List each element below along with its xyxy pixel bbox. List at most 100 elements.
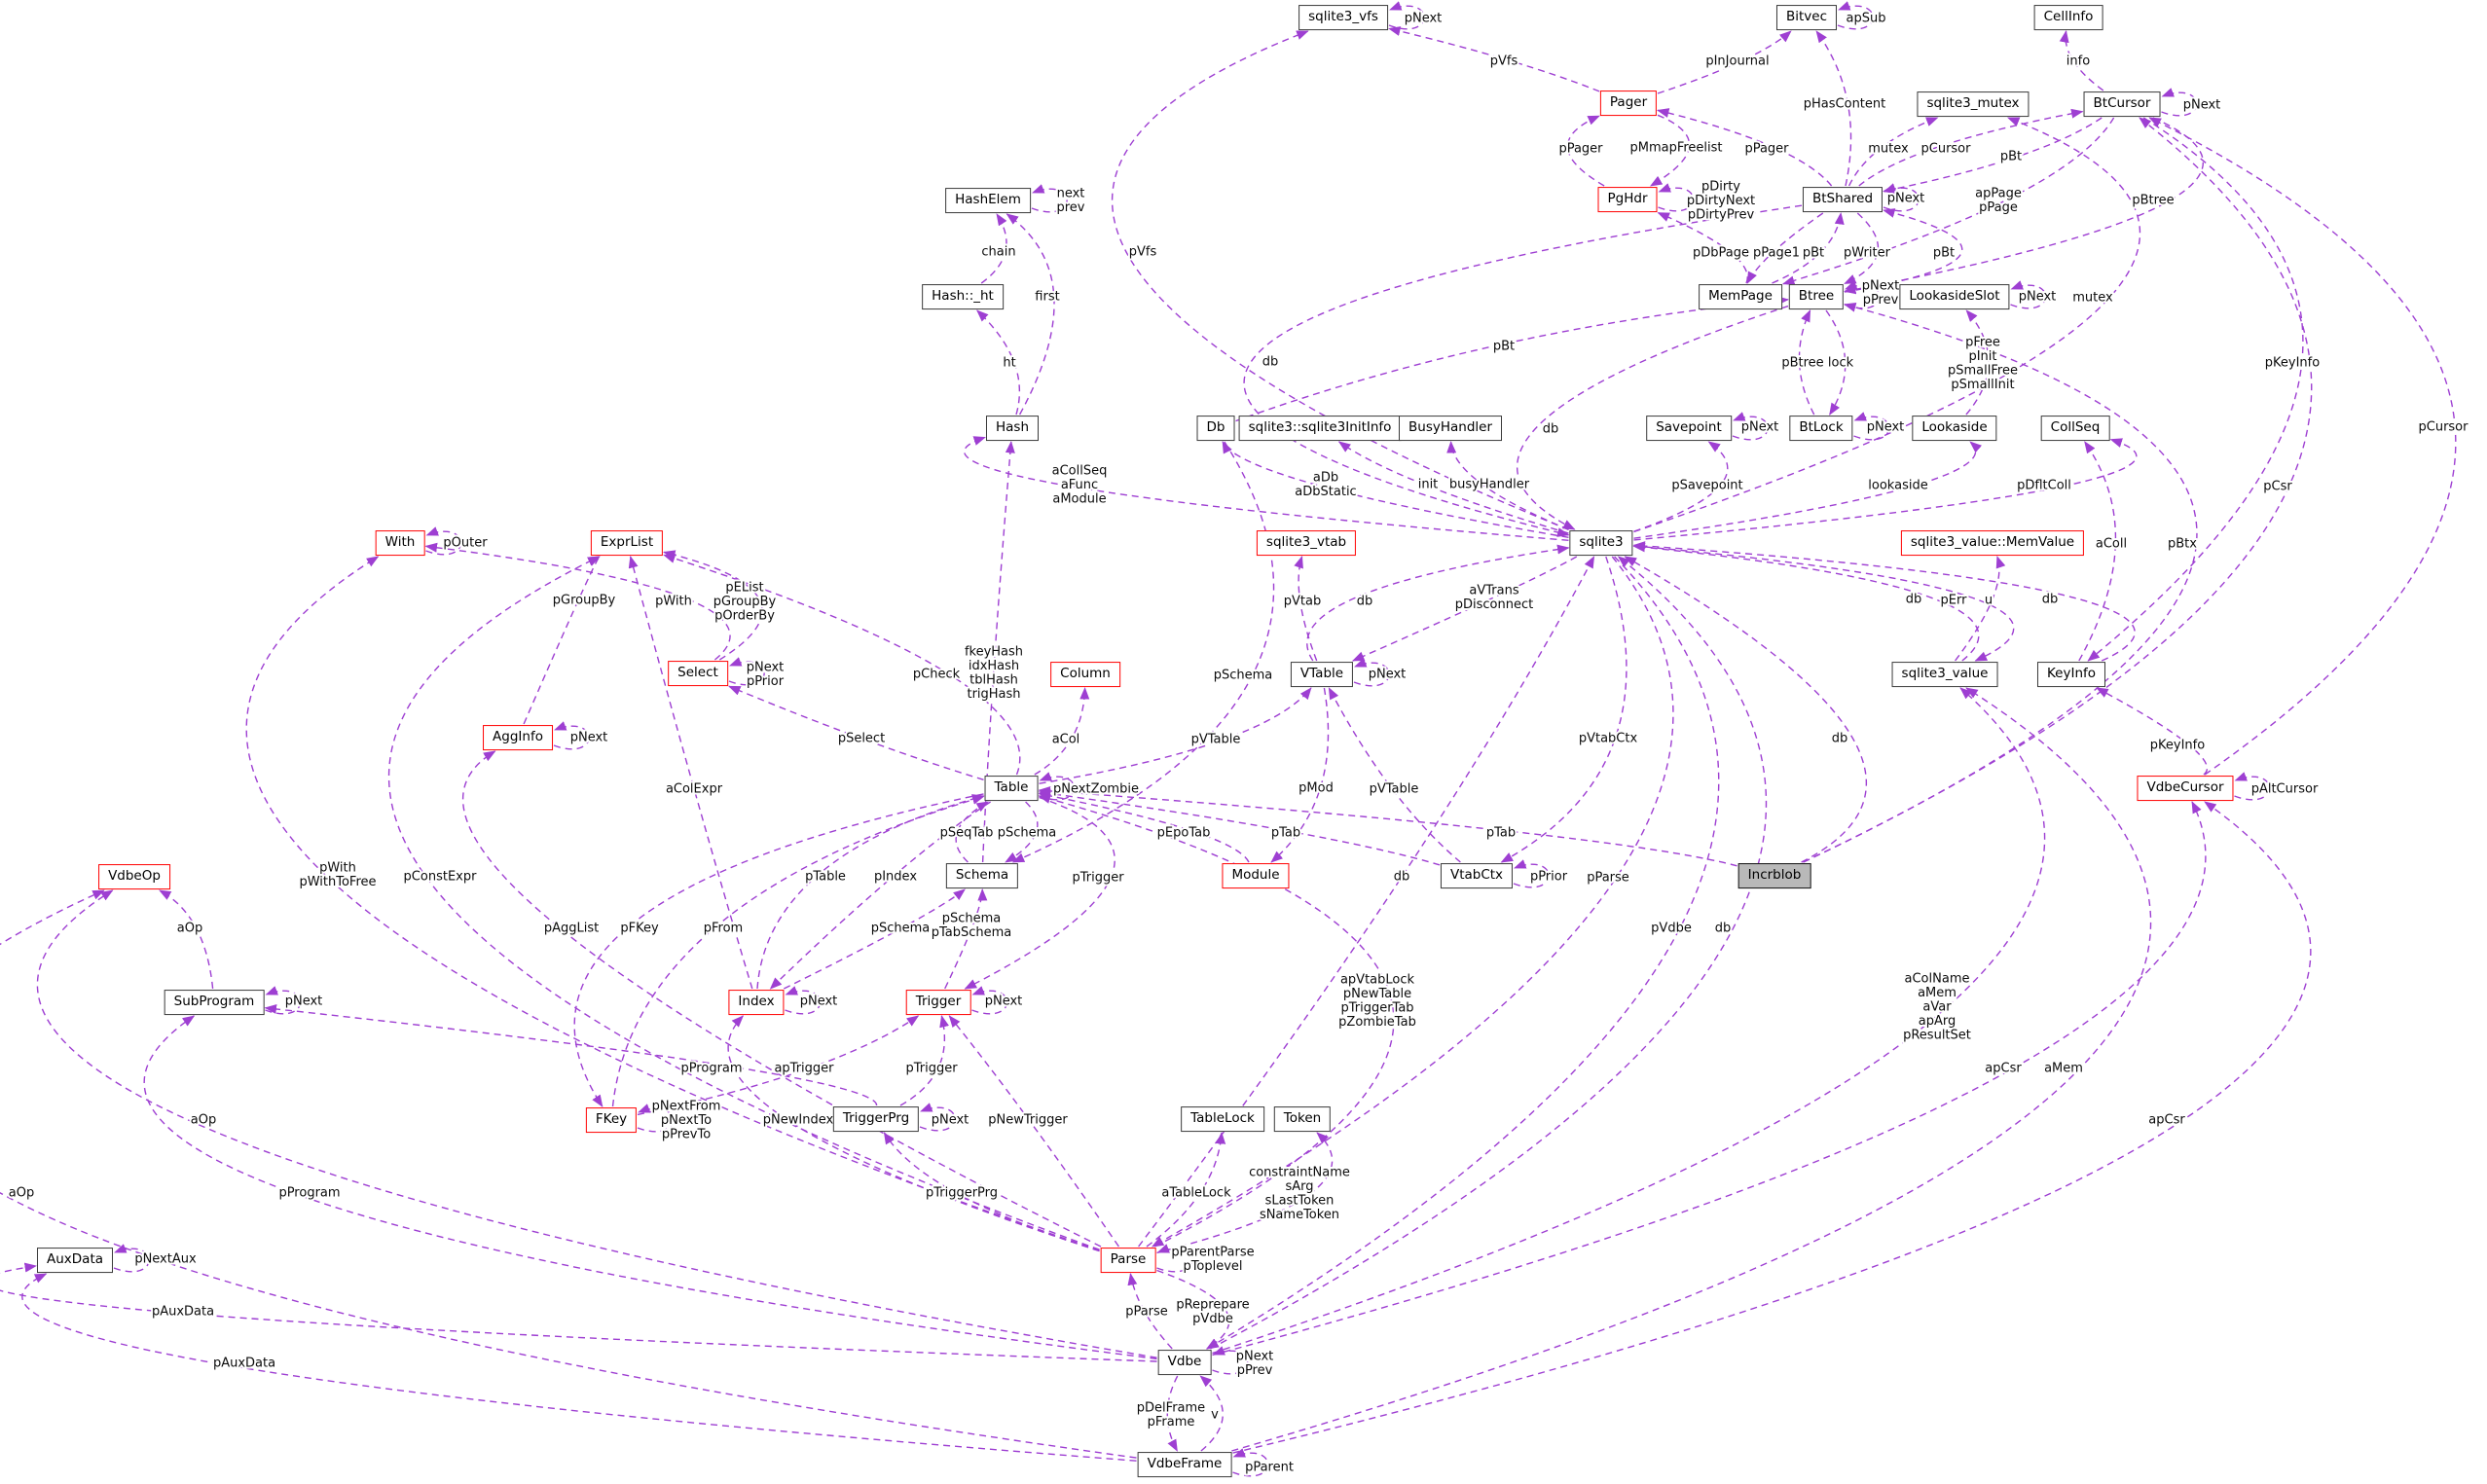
edge-label: ht	[1003, 356, 1015, 371]
edge-label: aOp	[9, 1186, 34, 1201]
node-sqlite3-value-memvalue[interactable]: sqlite3_value::MemValue	[1900, 530, 2085, 556]
edge-vdbecursor-btcursor	[2148, 117, 2457, 776]
node-index[interactable]: Index	[728, 990, 785, 1015]
node-btshared[interactable]: BtShared	[1802, 187, 1884, 212]
node-vdbeframe[interactable]: VdbeFrame	[1137, 1452, 1232, 1477]
node-bitvec[interactable]: Bitvec	[1775, 5, 1838, 30]
edge-vdbeframe-auxdata	[21, 1273, 1137, 1462]
edge-label: pCursor	[2419, 420, 2469, 435]
edge-hash-hashelem	[1006, 213, 1055, 416]
edge-btree-btshared	[1844, 208, 1963, 293]
edge-pghdr-pghdr	[1658, 183, 1695, 212]
edge-btcursor-keyinfo	[2087, 117, 2304, 662]
edge-sqlite3-vdbe	[1206, 556, 1720, 1350]
node-schema[interactable]: Schema	[945, 863, 1019, 888]
node-btcursor[interactable]: BtCursor	[2083, 91, 2161, 117]
edge-select-select	[728, 657, 765, 686]
node-mempage[interactable]: MemPage	[1699, 284, 1782, 309]
node-sqlite3[interactable]: sqlite3	[1569, 530, 1633, 556]
node-exprlist[interactable]: ExprList	[590, 530, 664, 556]
node-sqlite3-vtab[interactable]: sqlite3_vtab	[1256, 530, 1357, 556]
node-subprogram[interactable]: SubProgram	[164, 990, 265, 1015]
node-pager[interactable]: Pager	[1599, 90, 1658, 116]
node-parse[interactable]: Parse	[1100, 1248, 1156, 1273]
edge-sqlite3-savepoint	[1633, 441, 1729, 532]
edge-vdbeframe-vdbeframe	[1232, 1448, 1269, 1477]
node-hash-ht[interactable]: Hash::_ht	[922, 284, 1004, 309]
edge-hash-hash-ht	[976, 309, 1020, 416]
edge-parse-token	[1156, 1132, 1334, 1254]
edge-vdbe-vdbecursor	[1212, 801, 2207, 1357]
node-hash[interactable]: Hash	[985, 416, 1040, 441]
node-vdbe[interactable]: Vdbe	[1157, 1350, 1212, 1375]
node-token[interactable]: Token	[1273, 1106, 1332, 1132]
node-sqlite3-value[interactable]: sqlite3_value	[1891, 662, 1998, 687]
node-sqlite3-sqlite3initinfo[interactable]: sqlite3::sqlite3InitInfo	[1238, 416, 1402, 441]
edge-table-select	[728, 685, 984, 780]
node-vtable[interactable]: VTable	[1290, 662, 1354, 687]
node-cellinfo[interactable]: CellInfo	[2033, 5, 2103, 30]
node-tablelock[interactable]: TableLock	[1181, 1106, 1264, 1132]
edge-label: pTrigger	[1072, 871, 1124, 886]
node-incrblob[interactable]: Incrblob	[1737, 863, 1811, 888]
node-with[interactable]: With	[375, 530, 425, 556]
edge-label: lookaside	[1868, 479, 1927, 493]
edge-btshared-sqlite3	[1243, 204, 1803, 537]
node-pghdr[interactable]: PgHdr	[1597, 187, 1658, 212]
node-vtabctx[interactable]: VtabCtx	[1440, 863, 1514, 888]
node-vdbeop[interactable]: VdbeOp	[98, 864, 170, 889]
node-column[interactable]: Column	[1050, 662, 1120, 687]
edge-label: pConstExpr	[404, 870, 478, 885]
edge-label: pNext	[2183, 98, 2221, 113]
edge-btshared-mempage	[1746, 212, 1824, 284]
edge-db-schema	[1011, 441, 1275, 863]
node-vdbecursor[interactable]: VdbeCursor	[2137, 776, 2234, 801]
edge-label: pCursor	[1921, 142, 1972, 157]
edge-label: aColl	[2096, 537, 2127, 552]
edge-label: pPager	[1558, 142, 1603, 157]
edge-label: pHasContent	[1804, 97, 1885, 112]
edge-vdbeframe-vdbecursor	[1232, 801, 2312, 1454]
edge-label: apCsr	[2148, 1113, 2185, 1128]
node-fkey[interactable]: FKey	[585, 1107, 638, 1133]
node-db[interactable]: Db	[1196, 416, 1235, 441]
node-triggerprg[interactable]: TriggerPrg	[832, 1106, 920, 1132]
node-trigger[interactable]: Trigger	[905, 990, 971, 1015]
node-select[interactable]: Select	[668, 661, 728, 686]
edge-schema-hash	[981, 441, 1015, 863]
edge-select-exprlist	[663, 550, 763, 661]
node-module[interactable]: Module	[1222, 863, 1290, 888]
node-lookasideslot[interactable]: LookasideSlot	[1899, 284, 2010, 309]
node-sqlite3-mutex[interactable]: sqlite3_mutex	[1917, 91, 2030, 117]
node-savepoint[interactable]: Savepoint	[1646, 416, 1732, 441]
edge-label: pVTable	[1370, 782, 1419, 797]
edge-hashelem-hashelem	[1031, 184, 1068, 213]
node-auxdata[interactable]: AuxData	[36, 1248, 114, 1273]
edge-label: aOp	[177, 922, 202, 936]
edge-label: db	[1715, 922, 1732, 936]
edge-db-btree	[1235, 295, 1789, 422]
edge-label: pSchema	[998, 826, 1057, 841]
edge-fkey-trigger	[637, 1015, 920, 1116]
node-lookaside[interactable]: Lookaside	[1912, 416, 1997, 441]
edge-label: pDfltColl	[2017, 479, 2071, 493]
node-btlock[interactable]: BtLock	[1789, 416, 1853, 441]
node-table[interactable]: Table	[984, 776, 1039, 801]
node-btree[interactable]: Btree	[1788, 284, 1845, 309]
node-sqlite3-vfs[interactable]: sqlite3_vfs	[1298, 5, 1388, 30]
edge-label: pInJournal	[1705, 54, 1769, 69]
edge-btree-sqlite3	[1517, 305, 1789, 530]
edge-label: pNext	[1405, 12, 1443, 26]
edge-label: lock	[1828, 356, 1854, 371]
edge-incrblob-sqlite3	[1624, 556, 1868, 863]
edge-vdbe-vdbe	[1212, 1346, 1249, 1375]
node-collseq[interactable]: CollSeq	[2040, 416, 2110, 441]
edge-triggerprg-subprogram	[264, 1003, 878, 1106]
node-busyhandler[interactable]: BusyHandler	[1399, 416, 1502, 441]
node-hashelem[interactable]: HashElem	[945, 188, 1031, 213]
node-agginfo[interactable]: AggInfo	[483, 725, 553, 750]
node-keyinfo[interactable]: KeyInfo	[2036, 662, 2106, 687]
